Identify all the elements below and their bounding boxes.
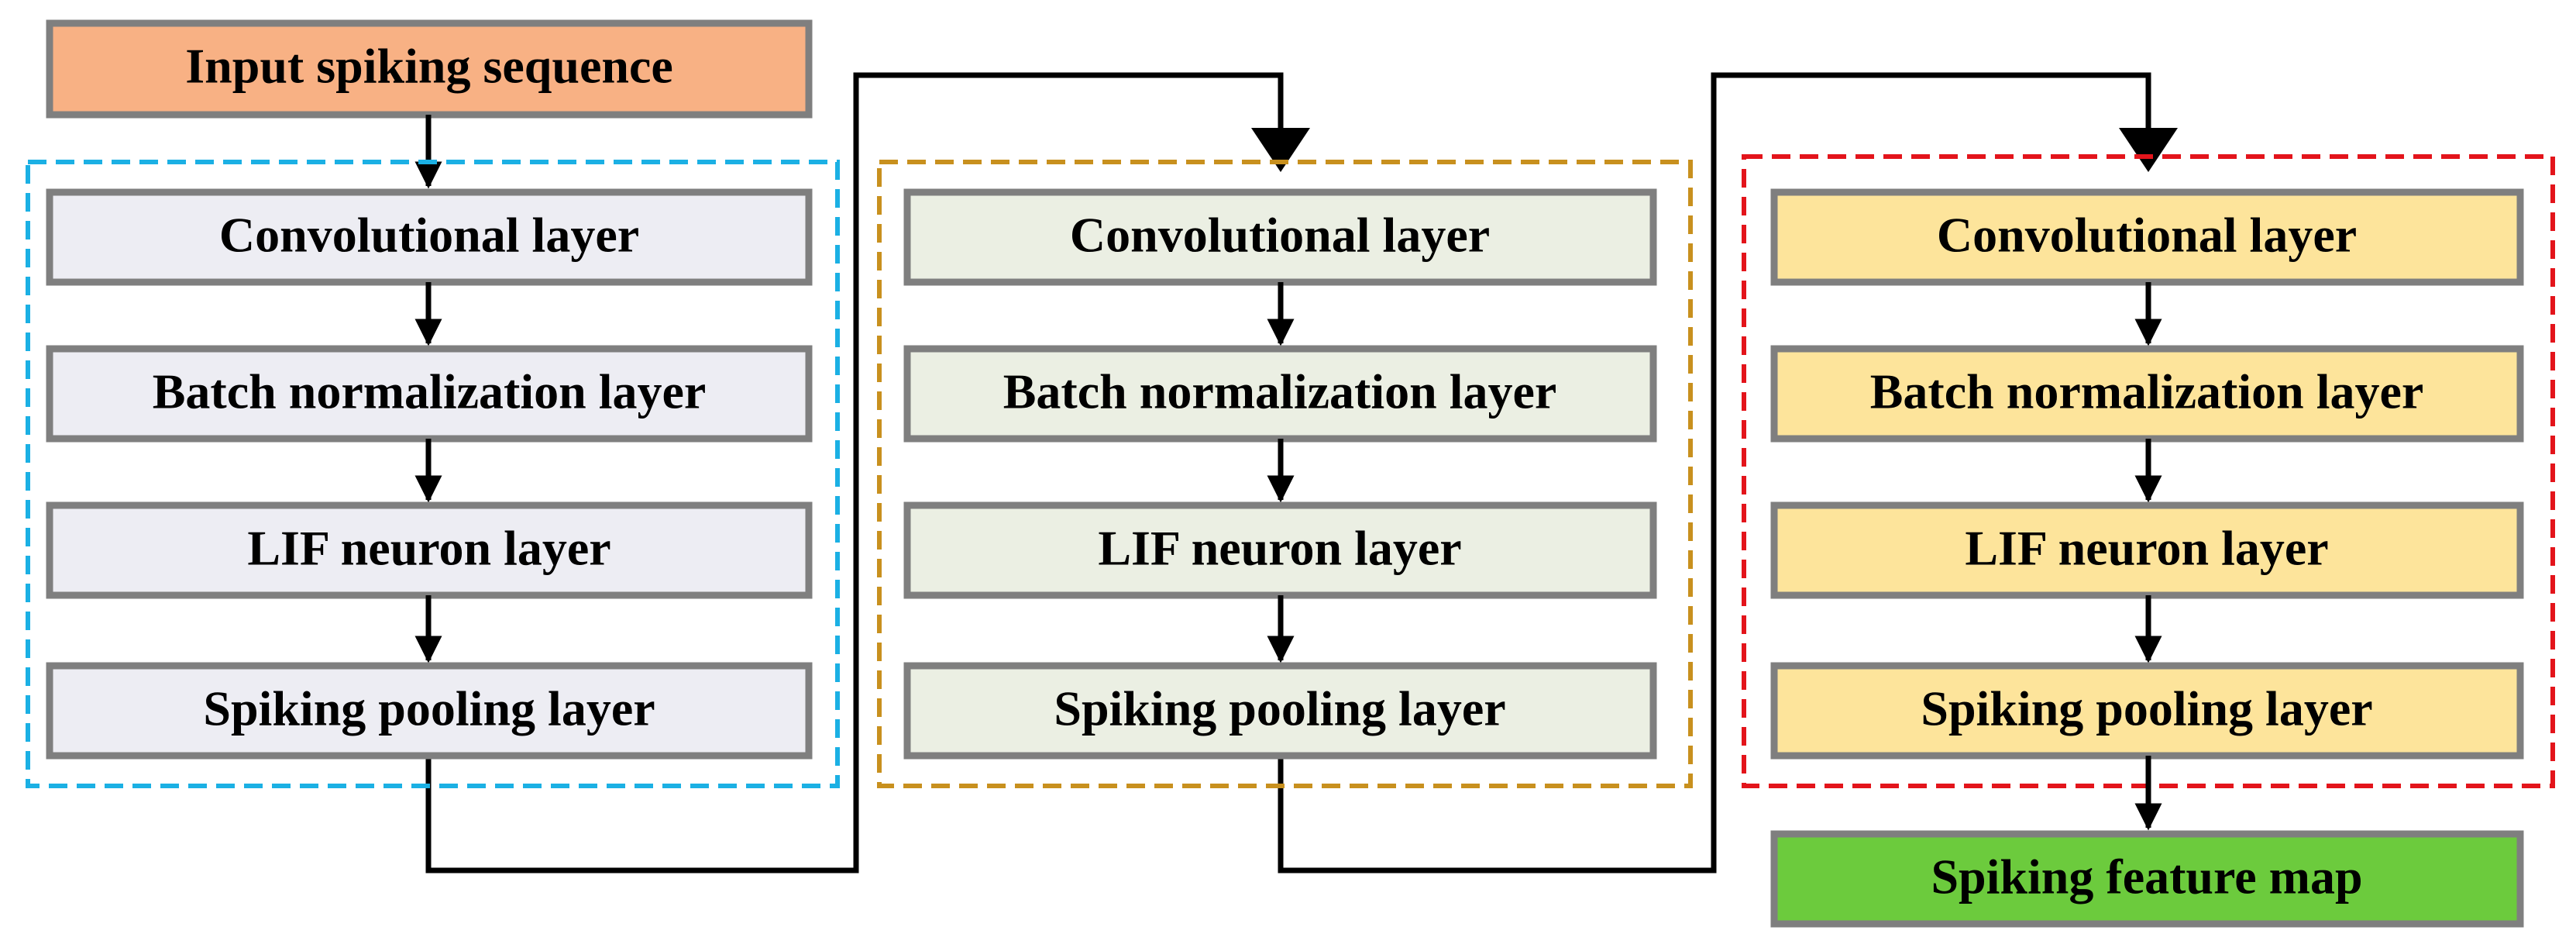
connector-2-to-3 bbox=[1278, 72, 2178, 873]
connector-1-to-2 bbox=[425, 72, 1310, 873]
connector-arrowhead bbox=[2119, 128, 2178, 172]
connector-arrowhead bbox=[1251, 128, 1310, 172]
layer-label: Batch normalization layer bbox=[153, 364, 707, 419]
output-label: Spiking feature map bbox=[1931, 849, 2362, 904]
block-1-lif-neuron-layer-box: LIF neuron layer bbox=[46, 501, 813, 599]
block-1-convolutional-layer-box: Convolutional layer bbox=[46, 188, 813, 286]
block-3: Convolutional layer Batch normalization … bbox=[1770, 188, 2524, 760]
block-1-batch-normalization-layer-box: Batch normalization layer bbox=[46, 345, 813, 443]
block-2-lif-neuron-layer-box: LIF neuron layer bbox=[903, 501, 1657, 599]
block-2-frame bbox=[877, 160, 1693, 788]
layer-label: Spiking pooling layer bbox=[203, 681, 655, 736]
layer-label: LIF neuron layer bbox=[1965, 521, 2328, 576]
layer-label: Batch normalization layer bbox=[1870, 364, 2424, 419]
block-1: Convolutional layer Batch normalization … bbox=[46, 188, 813, 760]
block-2-convolutional-layer-box: Convolutional layer bbox=[903, 188, 1657, 286]
output-box: Spiking feature map bbox=[1770, 830, 2524, 928]
layer-label: Spiking pooling layer bbox=[1054, 681, 1505, 736]
layer-label: LIF neuron layer bbox=[1098, 521, 1461, 576]
block-3-spiking-pooling-layer-box: Spiking pooling layer bbox=[1770, 662, 2524, 760]
block-2-batch-normalization-layer-box: Batch normalization layer bbox=[903, 345, 1657, 443]
block-3-convolutional-layer-box: Convolutional layer bbox=[1770, 188, 2524, 286]
block-3-batch-normalization-layer-box: Batch normalization layer bbox=[1770, 345, 2524, 443]
layer-label: Batch normalization layer bbox=[1003, 364, 1557, 419]
block-2: Convolutional layer Batch normalization … bbox=[903, 188, 1657, 760]
layer-label: Spiking pooling layer bbox=[1921, 681, 2372, 736]
input-box: Input spiking sequence bbox=[46, 19, 813, 119]
block-2-spiking-pooling-layer-box: Spiking pooling layer bbox=[903, 662, 1657, 760]
layer-label: Convolutional layer bbox=[219, 208, 639, 263]
layer-label: Convolutional layer bbox=[1070, 208, 1490, 263]
input-label: Input spiking sequence bbox=[185, 39, 673, 94]
layer-label: Convolutional layer bbox=[1937, 208, 2357, 263]
layer-label: LIF neuron layer bbox=[247, 521, 610, 576]
block-1-frame bbox=[26, 160, 840, 788]
block-3-lif-neuron-layer-box: LIF neuron layer bbox=[1770, 501, 2524, 599]
block-1-spiking-pooling-layer-box: Spiking pooling layer bbox=[46, 662, 813, 760]
